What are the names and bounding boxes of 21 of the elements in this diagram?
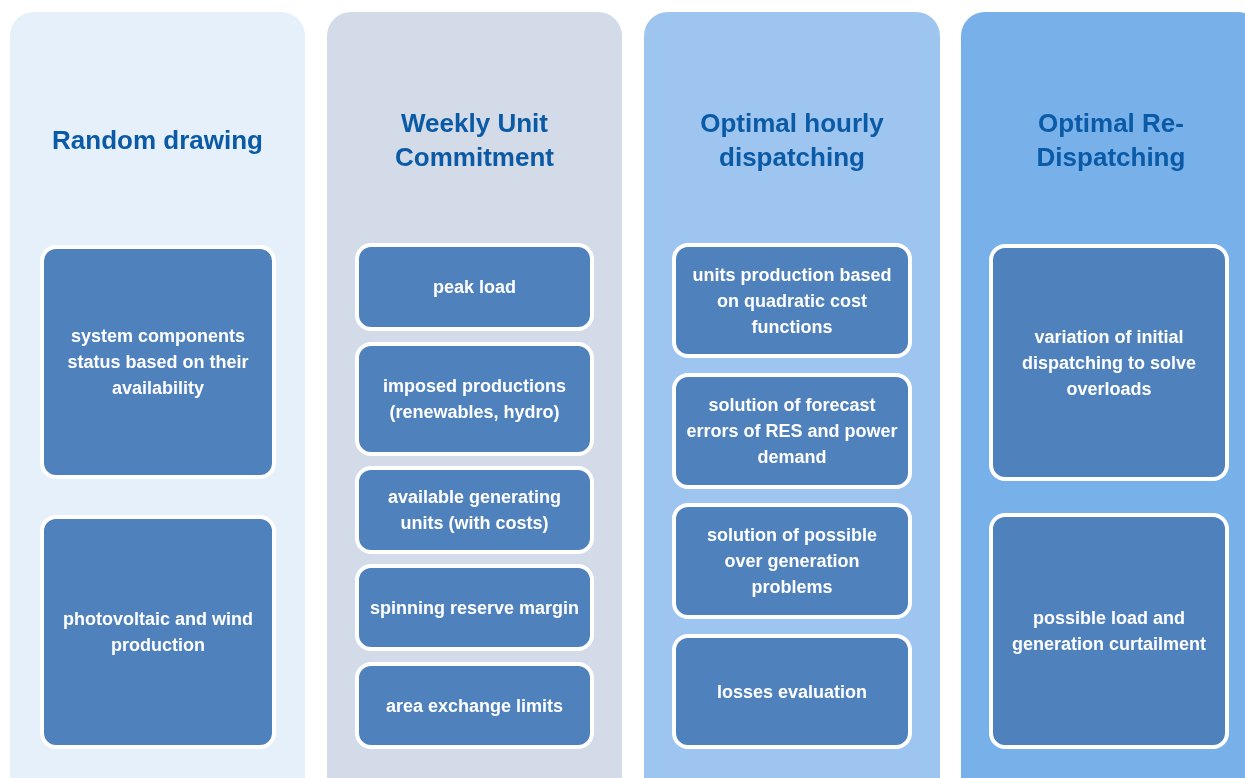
step-box: area exchange limits [355, 662, 594, 749]
column-title: Weekly Unit Commitment [394, 107, 555, 174]
column-title: Optimal hourly dispatching [699, 107, 885, 174]
step-box: peak load [355, 243, 594, 331]
step-box: possible load and generation curtailment [989, 513, 1229, 749]
step-box: available generating units (with costs) [355, 466, 594, 554]
step-box: imposed productions (renewables, hydro) [355, 342, 594, 456]
step-box: photovoltaic and wind production [40, 515, 276, 749]
stage-column [961, 12, 1245, 778]
step-box: units production based on quadratic cost functions [672, 243, 912, 358]
step-box: spinning reserve margin [355, 564, 594, 651]
step-box: solution of forecast errors of RES and power demand [672, 373, 912, 489]
step-box: variation of initial dispatching to solve overloads [989, 244, 1229, 481]
column-title: Optimal Re-Dispatching [1035, 107, 1187, 174]
column-title: Random drawing [51, 124, 264, 157]
step-box: losses evaluation [672, 634, 912, 749]
stage-column [327, 12, 622, 778]
stage-column [644, 12, 940, 778]
step-box: solution of possible over generation problems [672, 503, 912, 619]
stage-column [10, 12, 305, 778]
step-box: system components status based on their availability [40, 245, 276, 479]
